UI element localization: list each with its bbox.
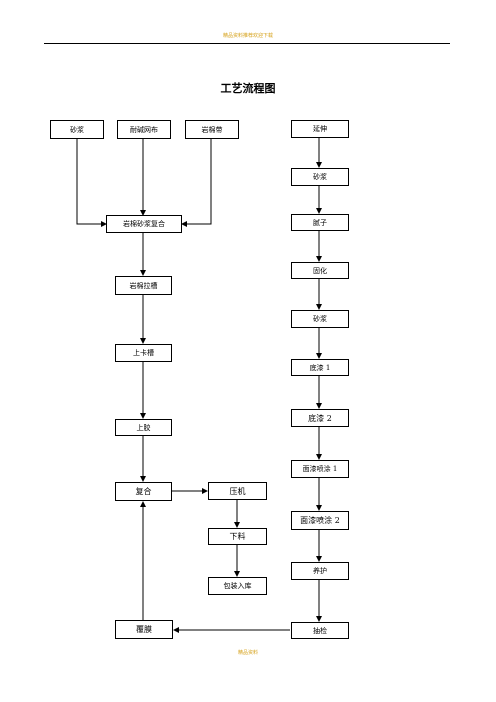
box-composite: 复合	[115, 482, 172, 501]
box-sand: 砂浆	[291, 168, 349, 186]
header-rule	[44, 43, 450, 44]
box-cure-2: 养护	[291, 562, 349, 580]
box-card-slot: 上卡槽	[115, 344, 172, 362]
box-cure-1: 固化	[291, 262, 349, 279]
box-topcoat-1: 面漆喷涂 1	[291, 460, 349, 478]
box-rockwool-slotting: 岩棉拉槽	[115, 276, 172, 295]
box-rockwool-strip: 岩棉带	[185, 120, 239, 139]
box-film: 覆膜	[115, 620, 173, 639]
box-extend: 延伸	[291, 120, 349, 138]
box-pack-store: 包装入库	[208, 577, 267, 595]
box-primer-2: 底漆 2	[291, 409, 349, 427]
box-mortar-right: 砂浆	[291, 310, 349, 328]
arrow-mortar-to-composite	[76, 139, 107, 227]
header-note: 精品资料推荐欢迎下载	[222, 33, 273, 39]
box-rockwool-mortar-composite: 岩棉砂浆复合	[106, 215, 182, 233]
box-glue: 上胶	[115, 419, 172, 436]
box-inspect: 抽检	[291, 622, 349, 639]
arrow-strip-to-composite	[181, 139, 212, 227]
box-alkali-mesh: 耐碱网布	[117, 120, 171, 139]
diagram-title: 工艺流程图	[220, 82, 276, 95]
footer-note: 精品资料	[237, 650, 258, 656]
box-primer-1: 底漆 1	[291, 359, 349, 376]
box-press: 压机	[208, 482, 267, 500]
box-topcoat-2: 面漆喷涂 2	[291, 511, 349, 530]
box-unload: 下料	[208, 528, 267, 545]
box-putty: 腻子	[291, 214, 349, 231]
box-mortar-left: 砂浆	[50, 120, 104, 139]
